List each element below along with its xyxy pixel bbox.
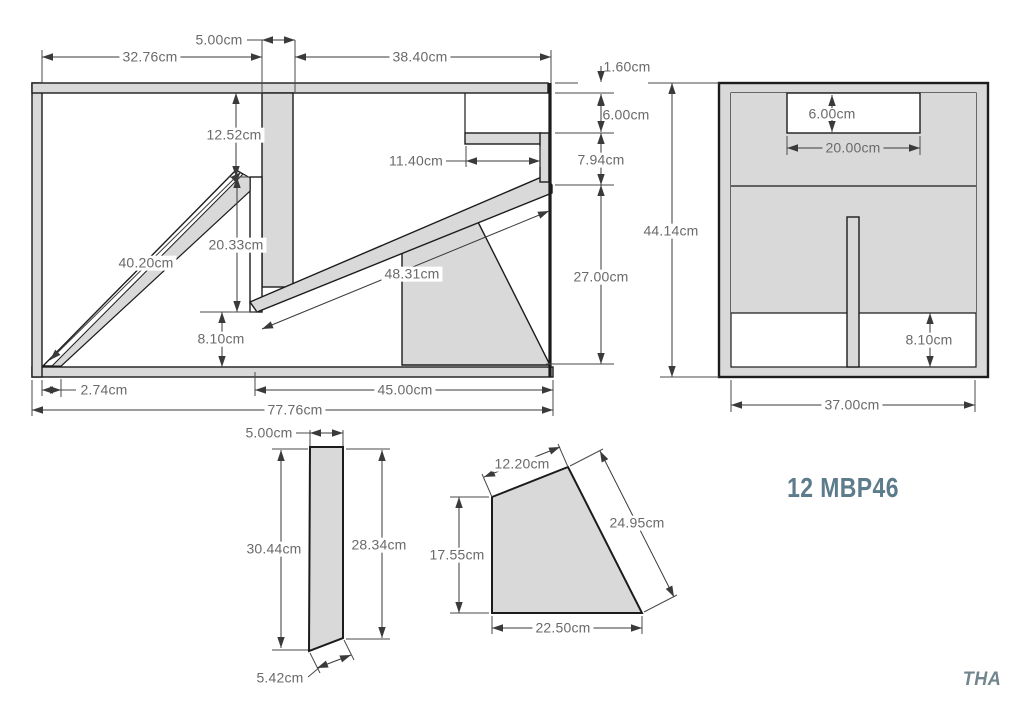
dim-panel-left: 17.55cm [426, 547, 488, 563]
dim-side-port-height: 6.00cm [602, 106, 650, 123]
dim-side-divider-width: 5.00cm [192, 32, 246, 48]
dim-front-width: 37.00cm [821, 397, 883, 413]
side-left-wall [31, 82, 43, 378]
dim-side-wall-thickness: 1.60cm [603, 58, 651, 75]
dim-side-lower-height: 27.00cm [570, 269, 632, 285]
dim-panel-top: 12.20cm [491, 456, 553, 472]
divider-piece-shape [307, 446, 344, 653]
dim-front-slot-height: 8.10cm [902, 332, 956, 348]
dim-divider-left: 30.44cm [243, 541, 305, 557]
front-center-brace [846, 216, 860, 368]
dim-side-lower-gap: 8.10cm [194, 331, 248, 347]
dim-front-port-width: 20.00cm [822, 140, 884, 156]
dim-panel-bottom: 22.50cm [532, 620, 594, 636]
dim-front-port-height: 6.00cm [808, 105, 856, 122]
front-port-opening [786, 92, 921, 134]
front-view-drawing [717, 81, 990, 379]
dim-side-total-width: 77.76cm [264, 402, 326, 418]
dim-side-upper-depth: 12.52cm [203, 127, 265, 143]
side-floor-panel [31, 366, 554, 378]
dim-panel-right: 24.95cm [606, 515, 668, 531]
dim-side-foot: 2.74cm [80, 381, 128, 398]
side-divider-board [261, 92, 294, 288]
dim-total-height: 44.14cm [640, 223, 702, 239]
dimline-p1-bottom [316, 654, 352, 669]
dim-divider-top: 5.00cm [245, 424, 293, 441]
dim-divider-bottom: 5.42cm [256, 669, 304, 686]
dim-side-brace-long: 40.20cm [115, 255, 177, 271]
dim-side-bottom-span: 45.00cm [374, 382, 436, 398]
author-watermark: THA [962, 669, 1002, 690]
side-top-wall [31, 82, 549, 94]
dim-side-top-left: 32.76cm [119, 49, 181, 65]
dim-side-mid-depth: 20.33cm [205, 237, 267, 253]
dim-divider-right: 28.34cm [348, 537, 410, 553]
side-front-wall-segment [539, 132, 550, 183]
side-port-shelf [464, 132, 542, 145]
design-title: 12 MBP46 [787, 472, 899, 503]
dim-side-brace-slope: 48.31cm [381, 266, 443, 282]
dim-side-port-shelf: 11.40cm [385, 153, 447, 169]
divider-piece-drawing [307, 446, 344, 653]
side-view-drawing [31, 82, 554, 378]
dim-side-port-drop: 7.94cm [574, 152, 628, 168]
dim-side-top-right: 38.40cm [389, 49, 451, 65]
